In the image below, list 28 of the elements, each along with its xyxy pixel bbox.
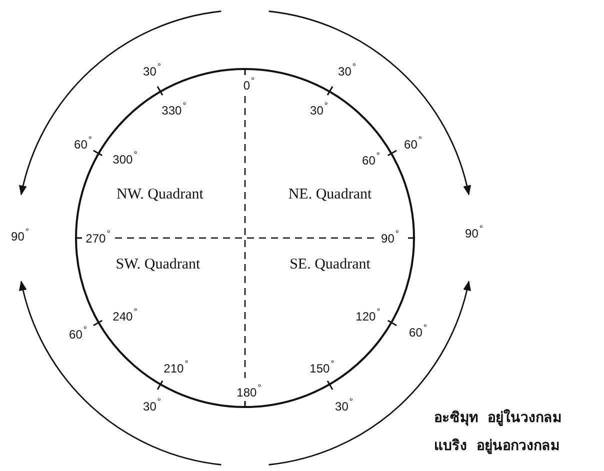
legend-note: อะซิมุท อยู่ในวงกลม [434, 411, 562, 425]
quadrant-label: SE. Quadrant [290, 258, 370, 272]
degree-label: 90$^{°}$ [465, 224, 483, 240]
degree-label: 0$^{°}$ [243, 76, 255, 92]
quadrant-label: NE. Quadrant [288, 188, 372, 202]
degree-label: 30$^{°}$ [310, 102, 328, 116]
quadrant-label: NW. Quadrant [116, 188, 204, 202]
degree-label: 60$^{°}$ [74, 136, 92, 150]
degree-label: 30$^{°}$ [143, 398, 161, 412]
degree-label: 90$^{°}$ [11, 228, 29, 242]
degree-label: 240$^{°}$ [112, 308, 138, 322]
degree-label: 30$^{°}$ [338, 62, 356, 78]
degree-label: 60$^{°}$ [69, 326, 87, 340]
degree-label: 180$^{°}$ [236, 384, 262, 398]
degree-label: 120$^{°}$ [356, 308, 380, 322]
degree-label: 300$^{°}$ [112, 150, 138, 166]
degree-label: 60$^{°}$ [362, 152, 380, 166]
degree-label: 270$^{°}$ [86, 230, 110, 244]
degree-label: 30$^{°}$ [143, 62, 161, 78]
degree-label: 150$^{°}$ [310, 360, 334, 374]
degree-label: 60$^{°}$ [404, 136, 422, 150]
quadrant-label: SW. Quadrant [116, 258, 200, 272]
legend-note: แบริง อยู่นอกวงกลม [434, 439, 560, 453]
degree-label: 30$^{°}$ [335, 398, 353, 412]
degree-label: 210$^{°}$ [164, 360, 188, 374]
degree-label: 60$^{°}$ [409, 324, 427, 338]
degree-label: 330$^{°}$ [162, 102, 186, 116]
degree-label: 90$^{°}$ [381, 230, 399, 244]
